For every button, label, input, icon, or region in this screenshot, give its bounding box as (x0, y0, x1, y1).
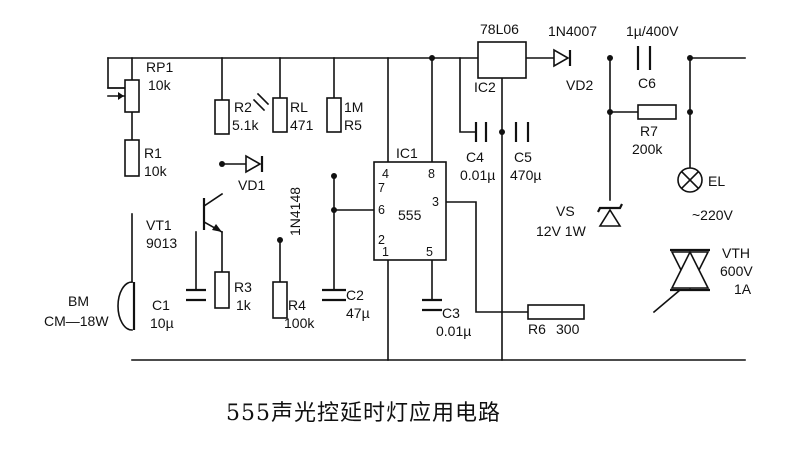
vth-value2: 1A (734, 281, 752, 297)
ic1-value: 555 (398, 207, 422, 223)
bm-value: CM—18W (44, 313, 109, 329)
c6-capacitor (636, 46, 652, 70)
c4-ref: C4 (466, 149, 484, 165)
r1-resistor (124, 139, 140, 177)
vd2-diode (553, 48, 572, 68)
c3-ref: C3 (442, 305, 460, 321)
ic1-ref: IC1 (396, 145, 418, 161)
vs-zener (597, 203, 623, 227)
ic1-pin3: 3 (432, 195, 439, 209)
bm-microphone (117, 281, 136, 331)
bm-ref: BM (68, 293, 89, 309)
c5-value: 470µ (510, 167, 541, 183)
rl-photoresistor (252, 92, 288, 133)
rl-ref: RL (290, 99, 308, 115)
ic2-ref: IC2 (474, 79, 496, 95)
c1-capacitor (186, 288, 206, 302)
ic1-pin1: 1 (382, 245, 389, 259)
c4-capacitor (474, 122, 488, 142)
ic1-pin6: 6 (378, 203, 385, 217)
r1-ref: R1 (144, 145, 162, 161)
vd2-ref: VD2 (566, 77, 593, 93)
vd1-ref: VD1 (238, 177, 265, 193)
r4-resistor (272, 281, 288, 319)
ic2-value: 78L06 (480, 21, 519, 37)
r6-ref: R6 (528, 321, 546, 337)
r3-resistor (214, 271, 230, 309)
r5-resistor (326, 97, 342, 133)
rp1-ref: RP1 (146, 59, 173, 75)
c3-value: 0.01µ (436, 323, 471, 339)
el-value: ~220V (692, 207, 734, 223)
rp1-loop (107, 57, 133, 81)
c2-ref: C2 (346, 287, 364, 303)
r6-value: 300 (556, 321, 580, 337)
r5-value: 1M (344, 99, 363, 115)
ic1-pin8: 8 (428, 167, 435, 181)
c1-value: 10µ (150, 315, 174, 331)
r4-value: 100k (284, 315, 315, 331)
vd2-value: 1N4007 (548, 23, 597, 39)
ic1-pin5: 5 (426, 245, 433, 259)
ic1-pin4: 4 (382, 167, 389, 181)
c1-ref: C1 (152, 297, 170, 313)
vd1-diode (245, 154, 264, 174)
c2-value: 47µ (346, 305, 370, 321)
r6-resistor (527, 304, 585, 320)
rp1-potentiometer (107, 79, 140, 113)
vth-triac (670, 248, 710, 292)
el-ref: EL (708, 173, 725, 189)
vs-ref: VS (556, 203, 575, 219)
vth-gate (652, 288, 682, 314)
ic1-555-body (373, 161, 447, 261)
r5-ref: R5 (344, 117, 362, 133)
c5-ref: C5 (514, 149, 532, 165)
pin6-line (333, 175, 375, 211)
diagram-title: 555声光控延时灯应用电路 (226, 401, 501, 426)
c4-value: 0.01µ (460, 167, 495, 183)
r7-resistor (637, 104, 677, 120)
rl-value: 471 (290, 117, 314, 133)
r1-value: 10k (144, 163, 168, 179)
vt1-ref: VT1 (146, 217, 172, 233)
pin3-line (445, 201, 529, 313)
r2-resistor (214, 99, 230, 135)
c6-value: 1µ/400V (626, 23, 679, 39)
r3-value: 1k (236, 297, 252, 313)
r7-value: 200k (632, 141, 663, 157)
vt1-value: 9013 (146, 235, 177, 251)
ic1-pin7: 7 (378, 181, 385, 195)
labels: RP1 10k R1 10k VT1 9013 BM CM—18W C1 10µ… (44, 21, 753, 426)
c3-capacitor (422, 298, 442, 312)
r7-ref: R7 (640, 123, 658, 139)
c2-capacitor (322, 288, 346, 302)
r2-value: 5.1k (232, 117, 259, 133)
c6-ref: C6 (638, 75, 656, 91)
ic2-regulator-body (477, 41, 527, 79)
rp1-value: 10k (148, 77, 172, 93)
ic1-pin2: 2 (378, 233, 385, 247)
vth-ref: VTH (722, 245, 750, 261)
c4-c5-row (459, 57, 477, 133)
junctions (219, 55, 693, 243)
el-lamp (677, 167, 703, 193)
wires (107, 57, 746, 361)
r3-ref: R3 (234, 279, 252, 295)
c5-capacitor (514, 122, 530, 142)
vth-value: 600V (720, 263, 753, 279)
r4-ref: R4 (288, 297, 306, 313)
r2-ref: R2 (234, 99, 252, 115)
vd1-value: 1N4148 (287, 187, 303, 236)
vt1-transistor (202, 192, 224, 234)
vs-value: 12V 1W (536, 223, 587, 239)
